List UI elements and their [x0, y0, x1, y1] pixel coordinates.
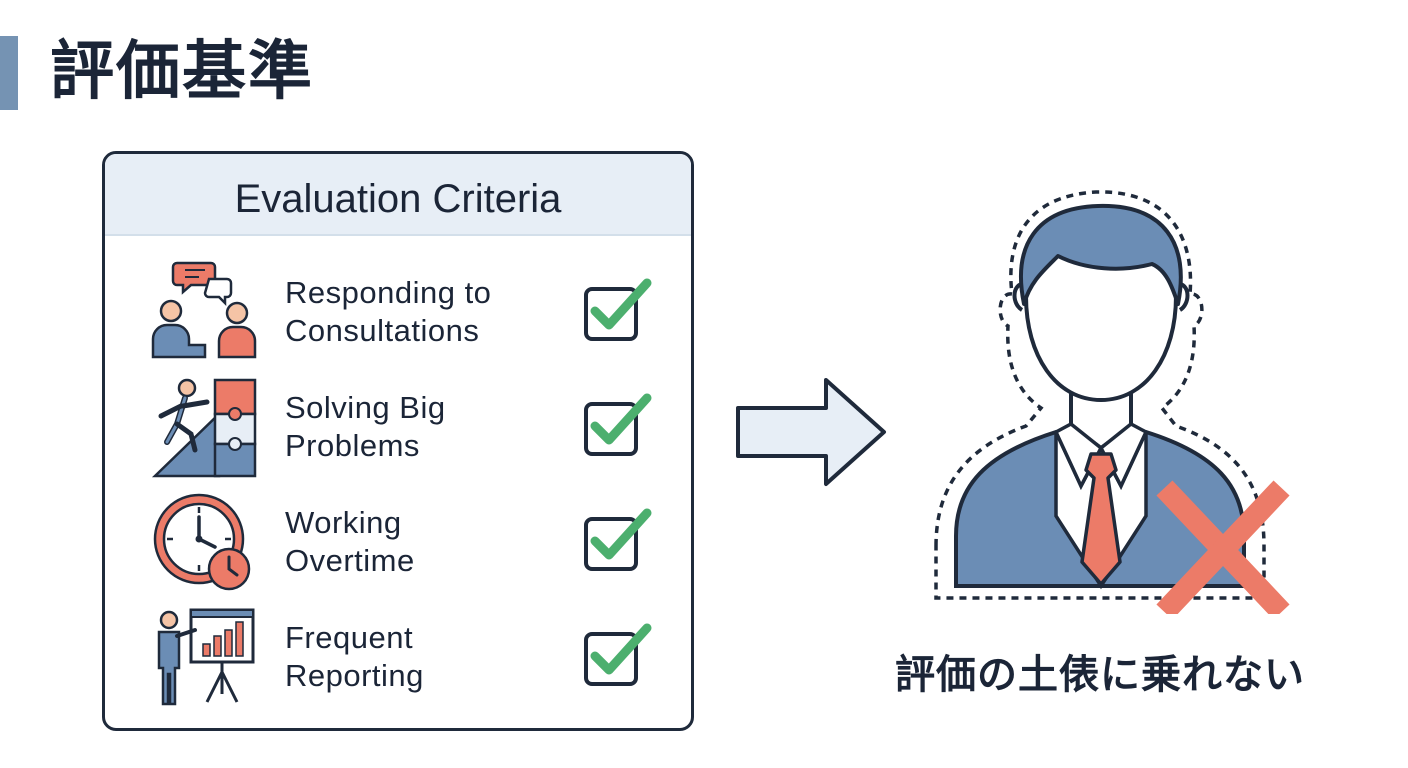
criteria-label-line-2: Consultations [285, 313, 480, 348]
criteria-label: Solving Big Problems [285, 372, 575, 482]
card-header [105, 154, 691, 236]
criteria-label-line-2: Reporting [285, 658, 424, 693]
consultation-icon [151, 261, 257, 359]
right-arrow-icon [736, 378, 886, 486]
criteria-item-big-problems: Solving Big Problems [105, 372, 691, 482]
checkbox-checked-icon [584, 393, 652, 456]
cross-mark-icon [1156, 480, 1290, 614]
criteria-item-overtime: Working Overtime [105, 487, 691, 597]
title-accent-bar [0, 36, 18, 110]
checkbox-checked-icon [584, 508, 652, 571]
criteria-label-line-1: Frequent [285, 620, 414, 655]
criteria-label-line-1: Responding to [285, 275, 492, 310]
criteria-label: Responding to Consultations [285, 257, 575, 367]
criteria-label-line-2: Problems [285, 428, 420, 463]
criteria-label: Working Overtime [285, 487, 575, 597]
criteria-item-reporting: Frequent Reporting [105, 602, 691, 712]
evaluation-criteria-card: Evaluation Criteria Responding to Consul… [102, 151, 694, 731]
presentation-icon [157, 608, 255, 706]
checkbox-checked-icon [584, 278, 652, 341]
criteria-label-line-2: Overtime [285, 543, 415, 578]
criteria-label-line-1: Working [285, 505, 402, 540]
card-title: Evaluation Criteria [234, 177, 562, 221]
criteria-label: Frequent Reporting [285, 602, 575, 712]
puzzle-climb-icon [151, 378, 257, 478]
criteria-item-consultations: Responding to Consultations [105, 257, 691, 367]
businessman-icon [934, 190, 1290, 614]
page-title: 評価基準 [50, 35, 314, 109]
result-caption: 評価の土俵に乗れない [895, 652, 1305, 698]
clock-icon [153, 493, 251, 591]
criteria-label-line-1: Solving Big [285, 390, 446, 425]
checkbox-checked-icon [584, 623, 652, 686]
